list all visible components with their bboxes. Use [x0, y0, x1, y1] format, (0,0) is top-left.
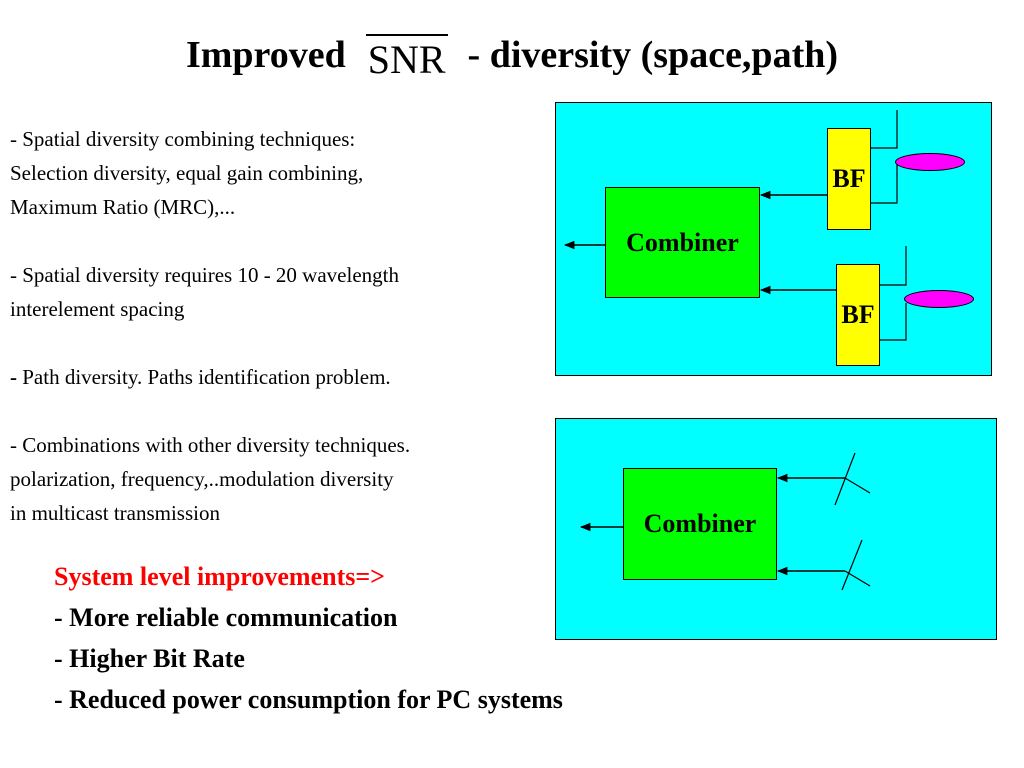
bullet-line: - Spatial diversity requires 10 - 20 wav… — [10, 263, 399, 287]
bullet-line: Selection diversity, equal gain combinin… — [10, 161, 364, 185]
bf-lower-element-feed — [880, 246, 907, 286]
bf-upper-element-feed — [871, 110, 898, 149]
dipole-antenna-upper — [834, 452, 856, 506]
bullet-line: - Combinations with other diversity tech… — [10, 433, 411, 457]
bullet-path-diversity: - Path diversity. Paths identification p… — [10, 360, 555, 394]
bf-lower-element-feed — [880, 303, 907, 341]
bullet-line: interelement spacing — [10, 297, 185, 321]
bullet-list: - Spatial diversity combining techniques… — [10, 122, 555, 564]
bullet-spatial-combining: - Spatial diversity combining techniques… — [10, 122, 555, 224]
improvement-item: - More reliable communication — [54, 603, 398, 632]
antenna-pattern-ellipse-lower — [904, 290, 974, 308]
dipole-antenna-upper — [844, 477, 871, 494]
combiner-block-bottom: Combiner — [623, 468, 777, 580]
bullet-line: polarization, frequency,..modulation div… — [10, 467, 394, 491]
bullet-line: Path diversity. Paths identification pro… — [17, 365, 391, 389]
bullet-line: - Spatial diversity combining techniques… — [10, 127, 356, 151]
bf-block-lower: BF — [836, 264, 880, 366]
bullet-line: Maximum Ratio (MRC),... — [10, 195, 236, 219]
improvements-block: System level improvements=> - More relia… — [54, 556, 563, 720]
bf-upper-element-feed — [871, 164, 898, 204]
bf-block-upper: BF — [827, 128, 871, 230]
antenna-pattern-ellipse-upper — [895, 153, 965, 171]
snr-symbol: SNR — [365, 34, 448, 80]
title-suffix: - diversity (space,path) — [467, 34, 839, 76]
bullet-spacing: - Spatial diversity requires 10 - 20 wav… — [10, 258, 555, 326]
dipole-antenna-lower — [844, 570, 871, 587]
title-prefix: Improved — [185, 34, 346, 76]
bullet-combinations: - Combinations with other diversity tech… — [10, 428, 555, 530]
improvements-heading: System level improvements=> — [54, 562, 385, 591]
improvement-item: - Higher Bit Rate — [54, 644, 245, 673]
dipole-antenna-lower — [841, 539, 863, 591]
combiner-block-top: Combiner — [605, 187, 760, 298]
bullet-dash: - — [10, 365, 17, 389]
bullet-line: in multicast transmission — [10, 501, 220, 525]
slide-title: Improved SNR - diversity (space,path) — [0, 28, 1024, 80]
improvement-item: - Reduced power consumption for PC syste… — [54, 685, 563, 714]
